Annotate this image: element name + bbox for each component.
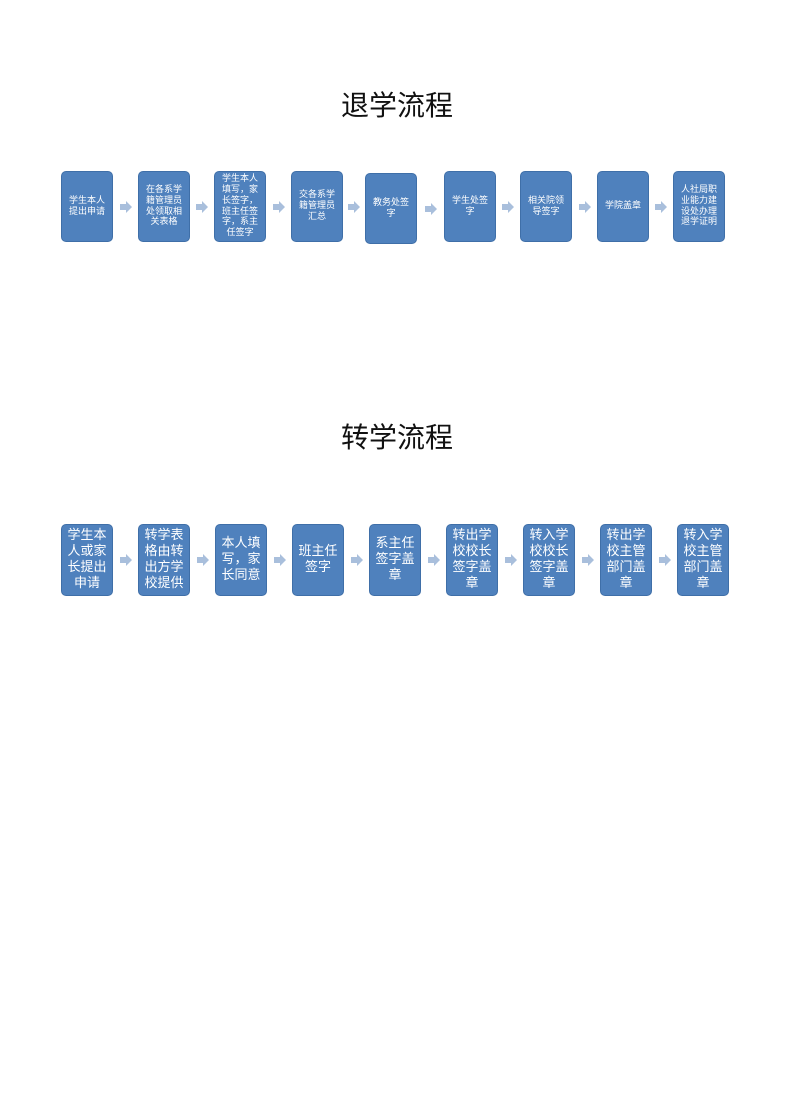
right-arrow-icon xyxy=(505,554,517,566)
transfer-step-4: 班主任签字 xyxy=(292,524,344,596)
right-arrow-icon xyxy=(579,201,591,213)
transfer-step-8: 转出学校主管部门盖章 xyxy=(600,524,652,596)
withdraw-step-7: 相关院领导签字 xyxy=(520,171,572,242)
withdraw-title: 退学流程 xyxy=(340,89,453,122)
right-arrow-icon xyxy=(120,554,132,566)
right-arrow-icon xyxy=(502,201,514,213)
right-arrow-icon xyxy=(348,201,360,213)
transfer-title: 转学流程 xyxy=(340,421,453,454)
right-arrow-icon xyxy=(273,201,285,213)
right-arrow-icon xyxy=(428,554,440,566)
right-arrow-icon xyxy=(274,554,286,566)
right-arrow-icon xyxy=(582,554,594,566)
withdraw-step-8: 学院盖章 xyxy=(597,171,649,242)
withdraw-step-3: 学生本人填写，家长签字，班主任签字，系主任签字 xyxy=(214,171,266,242)
withdraw-step-2: 在各系学籍管理员处领取相关表格 xyxy=(138,171,190,242)
right-arrow-icon xyxy=(196,201,208,213)
withdraw-step-9: 人社局职业能力建设处办理退学证明 xyxy=(673,171,725,242)
transfer-step-2: 转学表格由转出方学校提供 xyxy=(138,524,190,596)
transfer-step-3: 本人填写，家长同意 xyxy=(215,524,267,596)
right-arrow-icon xyxy=(655,201,667,213)
withdraw-step-4: 交各系学籍管理员汇总 xyxy=(291,171,343,242)
withdraw-step-6: 学生处签字 xyxy=(444,171,496,242)
transfer-step-9: 转入学校主管部门盖章 xyxy=(677,524,729,596)
right-arrow-icon xyxy=(659,554,671,566)
withdraw-step-1: 学生本人提出申请 xyxy=(61,171,113,242)
withdraw-step-5: 教务处签字 xyxy=(365,173,417,244)
transfer-step-1: 学生本人或家长提出申请 xyxy=(61,524,113,596)
right-arrow-icon xyxy=(425,203,437,215)
transfer-step-6: 转出学校校长签字盖章 xyxy=(446,524,498,596)
transfer-step-5: 系主任签字盖章 xyxy=(369,524,421,596)
right-arrow-icon xyxy=(351,554,363,566)
right-arrow-icon xyxy=(197,554,209,566)
transfer-step-7: 转入学校校长签字盖章 xyxy=(523,524,575,596)
right-arrow-icon xyxy=(120,201,132,213)
